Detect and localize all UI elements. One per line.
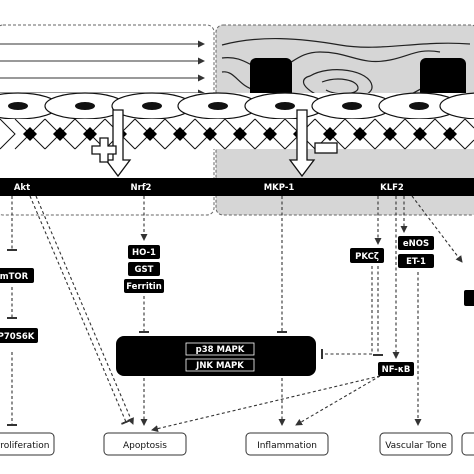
outcome-apoptosis: Apoptosis	[103, 432, 187, 456]
p70s6k-box: P70S6K	[0, 328, 38, 343]
nfkb-label: NF-κB	[382, 365, 411, 375]
mapk-block: p38 MAPK JNK MAPK	[116, 336, 316, 376]
p38-mapk-label: p38 MAPK	[196, 345, 245, 355]
extracellular-matrix-layer	[0, 118, 474, 150]
inflammation-label: Inflammation	[257, 441, 317, 451]
endothelial-cell-layer	[0, 92, 474, 120]
outcome-proliferation: Proliferation	[0, 432, 55, 456]
outcome-cut-off	[461, 432, 474, 456]
gst-box: GST	[128, 262, 160, 276]
p70s6k-label: P70S6K	[0, 332, 35, 342]
plus-sign: +	[104, 152, 105, 154]
pathway-connectors	[7, 195, 463, 433]
mkp1-label: MKP-1	[264, 183, 295, 193]
minus-sign-box: −	[314, 142, 338, 154]
ferritin-label: Ferritin	[126, 282, 162, 292]
minus-sign: −	[326, 150, 327, 152]
pkcz-label: PKCζ	[355, 252, 379, 262]
et1-box: ET-1	[398, 254, 434, 268]
outcome-vascular-tone: Vascular Tone	[379, 432, 453, 456]
ho1-label: HO-1	[132, 248, 156, 258]
pkcz-box: PKCζ	[350, 248, 384, 263]
plus-sign-box: +	[91, 137, 117, 163]
laminar-activation-arrow	[104, 109, 132, 178]
gst-label: GST	[135, 265, 154, 275]
right-edge-box	[464, 290, 474, 306]
nfkb-box: NF-κB	[378, 362, 414, 376]
apoptosis-label: Apoptosis	[123, 441, 167, 451]
mtor-label: mTOR	[0, 272, 29, 282]
outcome-inflammation: Inflammation	[245, 432, 329, 456]
vascular-tone-label: Vascular Tone	[385, 441, 447, 451]
disturbed-inhibition-arrow	[288, 109, 316, 178]
akt-label: Akt	[14, 183, 30, 193]
et1-label: ET-1	[406, 257, 426, 267]
ho1-box: HO-1	[128, 245, 160, 259]
klf2-label: KLF2	[380, 183, 404, 193]
ferritin-box: Ferritin	[124, 279, 164, 293]
signaling-bar: Akt Nrf2 MKP-1 KLF2	[0, 178, 474, 196]
enos-box: eNOS	[398, 236, 434, 250]
jnk-mapk-label: JNK MAPK	[195, 361, 244, 371]
nrf2-label: Nrf2	[131, 183, 152, 193]
enos-label: eNOS	[403, 239, 429, 249]
mtor-box: mTOR	[0, 268, 34, 283]
proliferation-label: Proliferation	[0, 441, 49, 451]
